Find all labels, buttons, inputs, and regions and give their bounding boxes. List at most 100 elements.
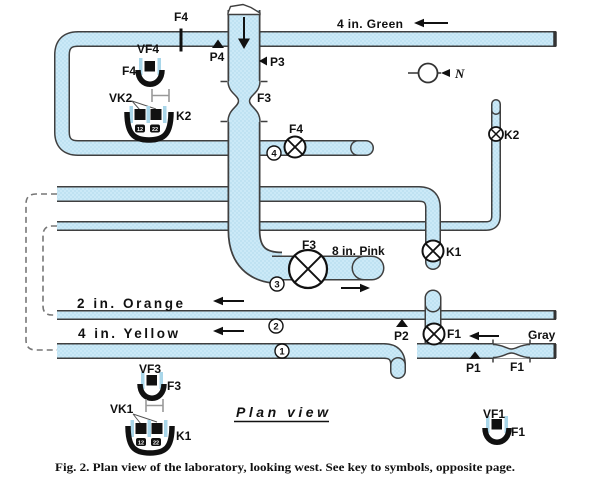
tap-p3-marker: [259, 56, 267, 66]
label-p2: P2: [394, 329, 409, 343]
k2-sensor-square-2: [150, 109, 162, 120]
flow-arrow-pink: [341, 283, 370, 293]
pipe-8in-top-cap: [227, 3, 261, 16]
venturi-f3: [220, 80, 268, 123]
vf3-sensor-square: [146, 375, 157, 386]
tap-p4-marker: [212, 39, 224, 48]
label-k2-valve: K2: [504, 128, 520, 142]
venturi-f1-body: [493, 344, 530, 358]
label-vf1: VF1: [483, 407, 505, 421]
label-vk1-device: K1: [176, 429, 192, 443]
view-title-text: Plan view: [236, 404, 329, 420]
legend-symbol-vf1: [482, 416, 512, 445]
k2-port-label-1: 12: [137, 127, 143, 133]
valve-f1: [422, 322, 446, 346]
vk2-pointer-lines: [131, 100, 157, 111]
flow-arrow-orange: [213, 296, 244, 306]
label-vf4: VF4: [137, 42, 159, 56]
k2-u-arc: [124, 111, 174, 143]
label-f4-tick: F4: [174, 10, 188, 24]
flow-arrow-green-head: [414, 18, 424, 28]
vf1-sensor-square: [491, 419, 502, 430]
vf4-sensor-square: [144, 61, 155, 72]
f4-tick-marker: [179, 28, 183, 52]
hidden-route-dashes: [25, 193, 57, 351]
k2-bar-left: [129, 106, 133, 123]
venturi-f3-edge-right: [248, 80, 261, 123]
label-f1-valve: F1: [447, 327, 461, 341]
flow-arrow-yellow: [213, 326, 244, 336]
flow-arrow-pink-head: [360, 283, 370, 293]
label-pipe-gray: Gray: [528, 328, 556, 342]
legend-symbol-vf4: [135, 58, 165, 87]
label-vk2-device: K2: [176, 109, 192, 123]
label-k1-valve: K1: [446, 245, 462, 259]
dashed-route-orange: [42, 225, 57, 316]
flow-arrow-green: [414, 18, 448, 28]
line-marker-3: 3: [269, 276, 285, 292]
label-f1-venturi: F1: [510, 360, 524, 374]
vk1-pointer-lines: [132, 413, 158, 425]
pipe-green-loop: [54, 31, 557, 156]
compass-arrow-head: [441, 69, 450, 77]
vf4-bar-right: [157, 58, 161, 75]
line-marker-2: 2: [268, 318, 284, 334]
compass-north-label: N: [454, 66, 465, 81]
venturi-f1-flanges: [492, 339, 531, 363]
valve-f1-x: [425, 325, 443, 343]
flow-arrow-gray-head: [469, 331, 479, 341]
pipe-2in-fill: [57, 104, 500, 230]
figure-caption: Fig. 2. Plan view of the laboratory, loo…: [55, 462, 515, 474]
label-f4-valve: F4: [289, 122, 303, 136]
label-pipe-pink: 8 in. Pink: [332, 244, 385, 258]
venturi-f1-edge-bottom: [492, 352, 531, 359]
tap-p2-marker: [396, 319, 408, 327]
line-marker-1: 1: [274, 343, 290, 359]
k1-sensor-square-2: [151, 423, 163, 434]
pipe-4in-fill: [57, 187, 440, 262]
flow-arrow-orange-head: [213, 296, 223, 306]
venturi-f3-body: [228, 81, 260, 122]
line-marker-2-number: 2: [273, 321, 278, 332]
legend-symbol-vk1: 12 22: [125, 399, 175, 456]
line-marker-3-number: 3: [274, 279, 279, 290]
tap-p1-marker: [469, 351, 481, 359]
k1-port-label-2: 22: [153, 440, 159, 446]
line-marker-2-circle: [268, 318, 284, 334]
label-p1: P1: [466, 361, 481, 375]
line-marker-4-number: 4: [271, 148, 277, 159]
k1-bar-mid: [147, 420, 151, 437]
k2-bar-mid: [146, 106, 150, 123]
k2-bar-right: [163, 106, 167, 123]
line-marker-1-circle: [274, 343, 290, 359]
pipe-green-fill: [55, 32, 556, 155]
k2-sensor-square-1: [134, 109, 146, 120]
label-pipe-green: 4 in. Green: [337, 17, 403, 31]
valve-f3: [287, 248, 329, 290]
valve-f4: [283, 135, 307, 159]
label-p3: P3: [270, 55, 285, 69]
pipe-gray: [417, 339, 557, 363]
k1-port-tab-1: [136, 438, 146, 446]
venturi-f3-flanges: [220, 80, 268, 123]
pipe-orange: [57, 310, 557, 320]
valve-k1: [421, 239, 445, 263]
venturi-f1-edge-top: [492, 343, 531, 350]
pipe-yellow-fill: [57, 344, 405, 371]
k1-sensor-square-1: [135, 423, 147, 434]
label-f3-venturi: F3: [257, 91, 271, 105]
valve-k1-x: [424, 242, 442, 260]
dashed-route-yellow: [25, 193, 57, 351]
valve-k2: [488, 126, 504, 142]
vf3-u-arc: [137, 383, 167, 401]
k1-port-tab-2: [151, 438, 161, 446]
line-marker-4-circle: [266, 145, 282, 161]
k2-port-label-2: 22: [152, 127, 158, 133]
compass-circle: [417, 62, 439, 84]
venturi-f3-edge-left: [227, 80, 240, 123]
flow-arrow-down-head: [238, 38, 250, 49]
k1-port-label-1: 12: [138, 440, 144, 446]
label-pipe-orange: 2 in. Orange: [77, 296, 183, 311]
vf1-u-arc: [482, 427, 512, 445]
